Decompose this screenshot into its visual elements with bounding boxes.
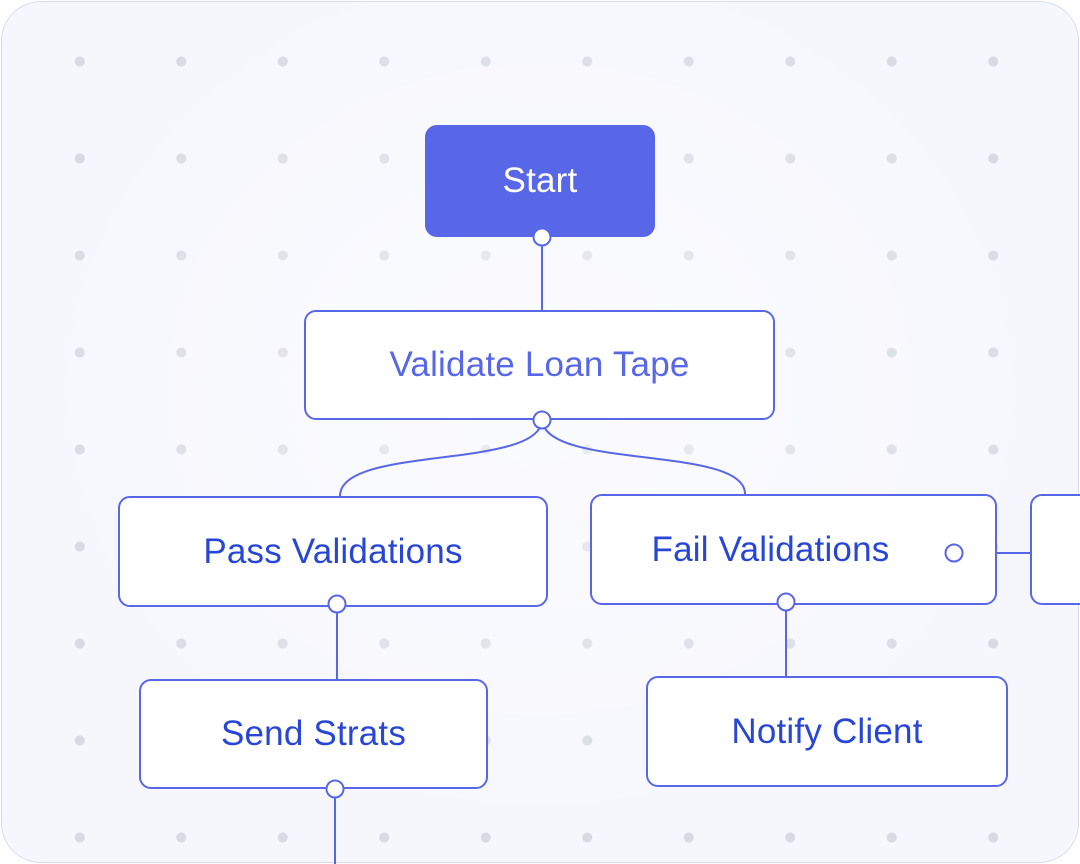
port-pass-bottom[interactable] (327, 594, 347, 614)
link-validate-pass (339, 419, 543, 497)
node-notify-client[interactable]: Notify Client (646, 676, 1008, 787)
port-fail-bottom[interactable] (776, 592, 796, 612)
port-send-bottom[interactable] (325, 779, 345, 799)
node-validate-label: Validate Loan Tape (389, 345, 690, 384)
port-start-bottom[interactable] (532, 227, 552, 247)
node-notify-label: Notify Client (731, 711, 923, 751)
node-validate-loan-tape[interactable]: Validate Loan Tape (304, 310, 775, 420)
node-pass-label: Pass Validations (203, 531, 463, 571)
node-start[interactable]: Start (425, 125, 655, 237)
node-fail-validations[interactable]: Fail Validations (590, 494, 997, 605)
node-fail-label: Fail Validations (651, 529, 890, 569)
node-offscreen[interactable] (1030, 494, 1080, 605)
node-send-strats[interactable]: Send Strats (139, 679, 488, 789)
link-validate-fail (541, 419, 746, 495)
node-send-label: Send Strats (220, 714, 407, 753)
port-fail-right[interactable] (944, 543, 964, 563)
node-pass-validations[interactable]: Pass Validations (118, 496, 548, 607)
node-start-label: Start (502, 161, 578, 200)
port-validate-bottom[interactable] (532, 410, 552, 430)
